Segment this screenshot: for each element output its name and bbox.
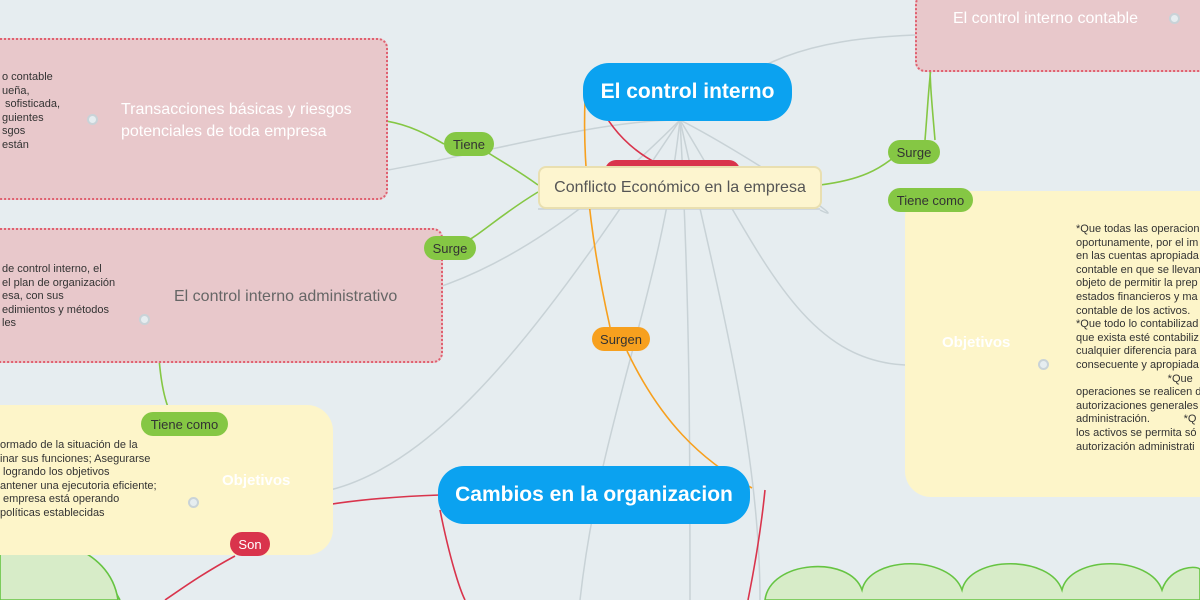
topic-note: ormado de la situación de la inar sus fu… bbox=[0, 439, 157, 519]
label-surgen[interactable]: Surgen bbox=[592, 327, 650, 351]
central-topic[interactable]: El control interno bbox=[583, 63, 792, 121]
topic-note: de control interno, el el plan de organi… bbox=[2, 263, 116, 330]
topic-note: *Que todas las operacion oportunamente, … bbox=[1076, 223, 1200, 453]
label-son[interactable]: Son bbox=[230, 532, 270, 556]
topic-title: Transacciones básicas y riesgos potencia… bbox=[121, 101, 352, 140]
cambios-topic[interactable]: Cambios en la organizacion bbox=[438, 466, 750, 524]
topic-contable[interactable]: El control interno contable bbox=[915, 0, 1200, 72]
label-surge-left[interactable]: Surge bbox=[424, 236, 476, 260]
label-tiene[interactable]: Tiene bbox=[444, 132, 494, 156]
topic-note: o contable ueña, sofisticada, guientes s… bbox=[2, 71, 61, 151]
note-dot-icon[interactable] bbox=[139, 314, 150, 325]
topic-title: El control interno administrativo bbox=[174, 288, 398, 305]
label-tiene-como-right[interactable]: Tiene como bbox=[888, 188, 973, 212]
topic-title: Objetivos bbox=[942, 334, 1011, 351]
label-surge-right[interactable]: Surge bbox=[888, 140, 940, 164]
topic-administrativo[interactable]: de control interno, el el plan de organi… bbox=[0, 228, 443, 363]
topic-transacciones[interactable]: o contable ueña, sofisticada, guientes s… bbox=[0, 38, 388, 200]
topic-title: Objetivos bbox=[222, 472, 291, 489]
note-dot-icon[interactable] bbox=[87, 114, 98, 125]
label-tiene-como-left[interactable]: Tiene como bbox=[141, 412, 228, 436]
topic-objetivos-right[interactable]: *Que todas las operacion oportunamente, … bbox=[905, 191, 1200, 497]
note-dot-icon[interactable] bbox=[1038, 359, 1049, 370]
central-subtopic[interactable]: Conflicto Económico en la empresa bbox=[538, 166, 822, 209]
note-dot-icon[interactable] bbox=[188, 497, 199, 508]
topic-title: El control interno contable bbox=[953, 10, 1138, 27]
note-dot-icon[interactable] bbox=[1169, 13, 1180, 24]
